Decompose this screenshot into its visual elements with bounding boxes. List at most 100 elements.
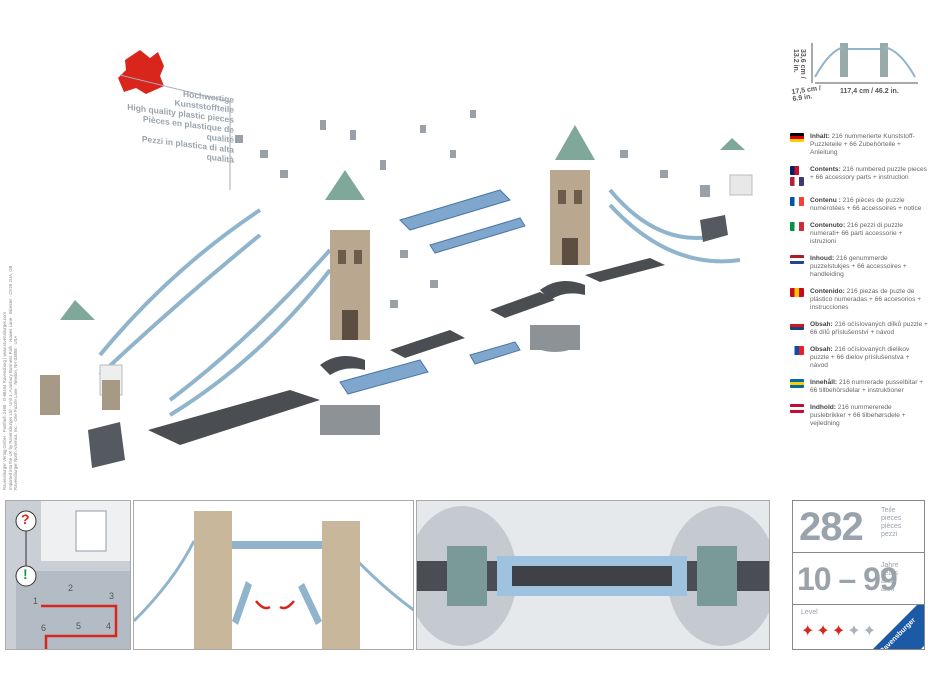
flags — [790, 133, 805, 144]
level-rating: ✦✦✦✦✦ — [801, 621, 876, 641]
contents-list: Inhalt: 216 nummerierte Kunststoff-Puzzl… — [790, 133, 928, 437]
road-pieces — [148, 258, 665, 445]
question-icon: ? — [21, 511, 30, 527]
flags — [790, 255, 805, 266]
flag-icon — [790, 197, 804, 206]
legal-address-text: Ravensburger Verlag GmbH · Postfach 2460… — [2, 200, 19, 490]
flag-icon — [790, 404, 804, 413]
flag-icon — [790, 133, 804, 142]
contents-label: Innehåll: — [810, 379, 838, 386]
contents-text: Contenido: 216 piezas de puzle de plásti… — [810, 288, 928, 312]
contents-text: Innehåll: 216 numrerade pusselbitar + 66… — [810, 379, 928, 395]
contents-desc: 216 nummerierte Kunststoff-Puzzleteile +… — [810, 133, 915, 156]
contents-item: Obsah: 216 očíslovaných dielikov puzzle … — [790, 346, 928, 370]
flag-icon — [790, 177, 804, 186]
flag-icon — [790, 255, 804, 264]
instruction-panel: ? ! 1 2 3 4 5 6 — [5, 500, 131, 650]
contents-item: Contents: 216 numbered puzzle pieces + 6… — [790, 166, 928, 188]
small-accessory-pieces — [40, 110, 753, 415]
contents-item: Contenido: 216 piezas de puzle de plásti… — [790, 288, 928, 312]
contents-label: Inhalt: — [810, 133, 830, 140]
quality-caption: Hochwertige Kunststoffteile High quality… — [122, 81, 234, 165]
contents-text: Obsah: 216 očíslovaných dílků puzzle + 6… — [810, 321, 928, 337]
contents-text: Contenu : 216 pièces de puzzle numérotée… — [810, 197, 928, 213]
flags — [790, 288, 805, 299]
label: pezzi — [881, 531, 898, 538]
flag-icon — [790, 379, 804, 388]
contents-item: Inhoud: 216 genummerde puzzelstukjes + 6… — [790, 255, 928, 279]
contents-desc: 216 piezas de puzle de plástico numerada… — [810, 288, 922, 311]
tower-bases — [88, 215, 728, 468]
height-cm: 33,6 cm / — [799, 49, 806, 79]
label: Teile — [881, 507, 896, 514]
label: Jahre — [881, 562, 899, 569]
flag-icon — [790, 166, 804, 175]
level-piece-filled-icon: ✦ — [801, 623, 815, 640]
legal-line: Ravensburger North America, Inc. · One P… — [13, 335, 18, 490]
top-view-photo — [416, 500, 770, 650]
numbered-puzzle-illustration — [15, 501, 130, 649]
dimensions-diagram: 33,6 cm / 13.2 in. 17,5 cm /6.9 in. 117,… — [790, 35, 925, 110]
contents-desc: 216 pezzi di puzzle numerati+ 66 parti a… — [810, 222, 904, 245]
bridge-raising-illustration — [134, 511, 413, 649]
contents-desc: 216 genummerde puzzelstukjes + 66 access… — [810, 255, 907, 278]
label: pièces — [881, 523, 902, 530]
contents-item: Innehåll: 216 numrerade pusselbitar + 66… — [790, 379, 928, 395]
flag-icon — [790, 321, 804, 330]
contents-text: Obsah: 216 očíslovaných dielikov puzzle … — [810, 346, 928, 370]
level-label: Level — [801, 609, 818, 616]
blue-walkway-pieces — [339, 189, 526, 395]
label: years — [881, 570, 899, 577]
height-in: 13.2 in. — [792, 49, 799, 73]
label: anni — [881, 586, 895, 593]
contents-text: Contenuto: 216 pezzi di puzzle numerati+… — [810, 222, 928, 246]
contents-text: Indhold: 216 nummererede puslebrikker + … — [810, 404, 928, 428]
contents-item: Indhold: 216 nummererede puslebrikker + … — [790, 404, 928, 428]
flags — [790, 222, 805, 233]
step-number: 6 — [41, 623, 47, 633]
contents-label: Contenu : — [810, 197, 841, 204]
contents-text: Inhalt: 216 nummerierte Kunststoff-Puzzl… — [810, 133, 928, 157]
tower-left — [330, 230, 370, 340]
contents-label: Indhold: — [810, 404, 836, 411]
contents-item: Contenuto: 216 pezzi di puzzle numerati+… — [790, 222, 928, 246]
flags — [790, 379, 805, 390]
contents-label: Obsah: — [810, 346, 833, 353]
contents-label: Obsah: — [810, 321, 833, 328]
contents-item: Contenu : 216 pièces de puzzle numérotée… — [790, 197, 928, 213]
flags — [790, 404, 805, 415]
contents-text: Inhoud: 216 genummerde puzzelstukjes + 6… — [810, 255, 928, 279]
level-piece-filled-icon: ✦ — [816, 623, 830, 640]
age-range-value: 10 – 99 — [797, 561, 898, 597]
flags — [790, 166, 805, 188]
label: ans — [881, 578, 893, 585]
flags — [790, 197, 805, 208]
contents-label: Contenido: — [810, 288, 845, 295]
contents-desc: 216 očíslovaných dílků puzzle + 66 dílů … — [810, 321, 928, 336]
contents-label: Contenuto: — [810, 222, 846, 229]
bridge-chains — [98, 188, 741, 417]
exclamation-icon: ! — [23, 566, 28, 582]
level-piece-filled-icon: ✦ — [831, 623, 846, 640]
level-piece-empty-icon: ✦ — [862, 623, 877, 640]
exploded-bridge-illustration — [40, 50, 753, 468]
step-number: 2 — [68, 583, 74, 593]
contents-label: Contents: — [810, 166, 841, 173]
contents-desc: 216 numrerade pusselbitar + 66 tillbehör… — [810, 379, 924, 394]
contents-desc: 216 numbered puzzle pieces + 66 accessor… — [810, 166, 927, 181]
brand-name: Ravensburger — [878, 616, 918, 649]
contents-desc: 216 očíslovaných dielikov puzzle + 66 di… — [810, 346, 910, 369]
flag-icon — [790, 346, 804, 355]
contents-item: Obsah: 216 očíslovaných dílků puzzle + 6… — [790, 321, 928, 337]
tower-right — [550, 170, 590, 265]
step-number: 5 — [76, 621, 82, 631]
flag-icon — [790, 222, 804, 231]
height-label: 33,6 cm / 13.2 in. — [792, 49, 806, 89]
flags — [790, 321, 805, 332]
piece-count-value: 282 — [799, 505, 864, 549]
